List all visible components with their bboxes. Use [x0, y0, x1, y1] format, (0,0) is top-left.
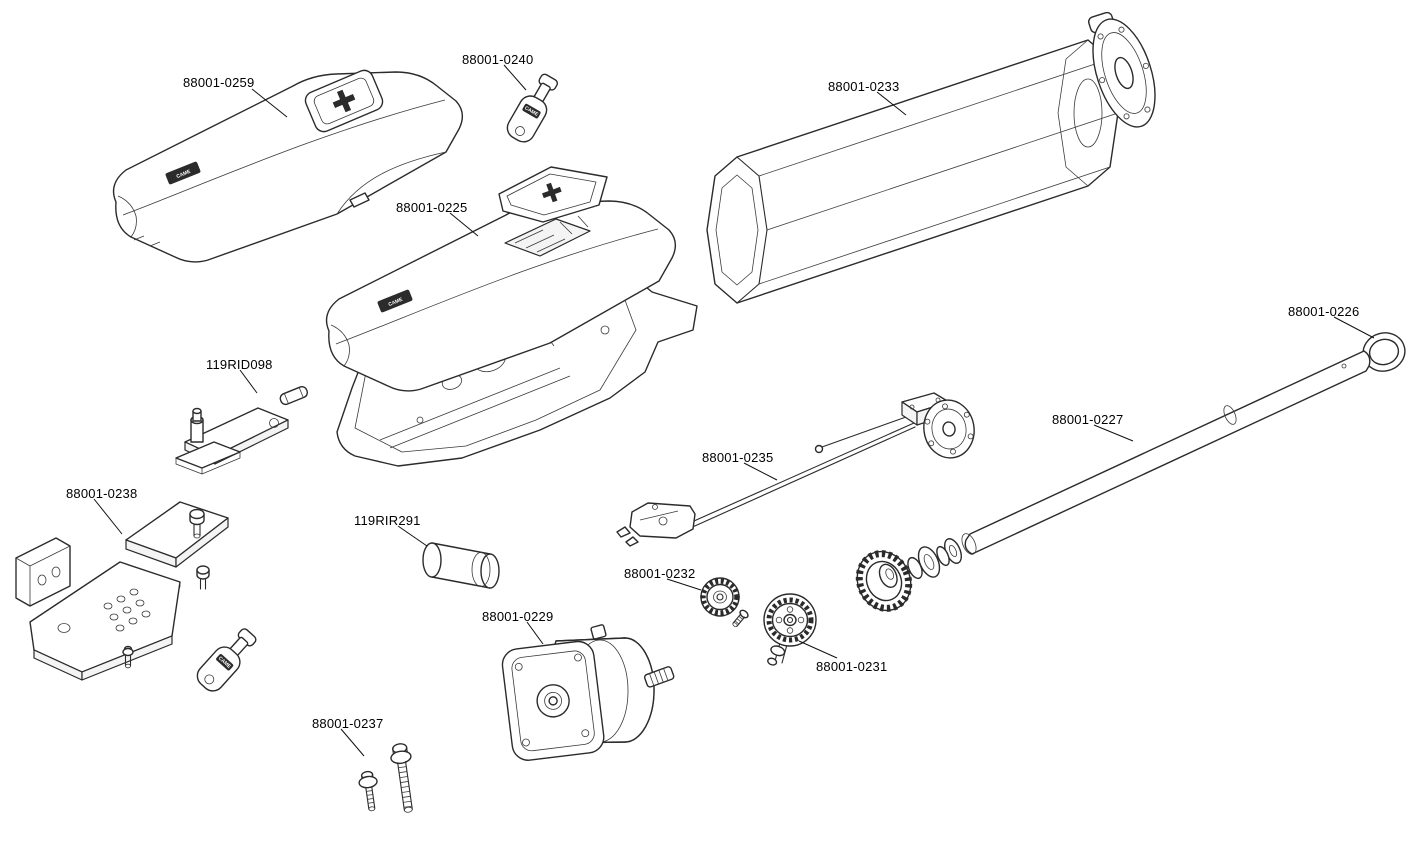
part-body-assembly-88001-0225: CAME [325, 166, 698, 467]
part-release-lid [498, 166, 608, 235]
part-release-key-2: CAME [196, 628, 257, 692]
leader-line-88001-0229 [526, 621, 544, 645]
part-mounting-brackets-88001-0238 [15, 501, 229, 681]
part-pinion-gear-88001-0232 [700, 577, 749, 628]
leader-line-88001-0231 [798, 640, 838, 659]
leader-lines [93, 64, 1375, 757]
leader-line-88001-0225 [449, 212, 479, 237]
leader-line-88001-0259 [251, 88, 288, 118]
brand-logo-text: CAME [176, 169, 193, 180]
brand-logo-text-2: CAME [388, 297, 405, 308]
leader-line-88001-0232 [666, 578, 702, 591]
leader-line-88001-0226 [1333, 316, 1375, 339]
leader-line-88001-0233 [876, 91, 907, 116]
leader-line-88001-0237 [340, 728, 365, 757]
part-bolts-88001-0237 [358, 743, 413, 813]
bevel-gear [855, 550, 913, 612]
part-capacitor-119RIR291 [422, 542, 500, 589]
part-top-cover-88001-0259: CAME [112, 69, 464, 263]
leader-line-88001-0227 [1093, 424, 1134, 442]
part-screw-tube-88001-0227 [855, 350, 1371, 612]
part-outer-tube-88001-0233 [706, 11, 1156, 304]
part-release-bracket-119RID098 [175, 386, 309, 475]
leader-line-88001-0240 [503, 64, 527, 91]
part-o-ring-88001-0226 [1362, 332, 1406, 372]
part-gear-wheel-88001-0231 [763, 593, 817, 666]
leader-line-119RID098 [239, 369, 258, 394]
leader-line-119RIR291 [397, 525, 428, 547]
part-motor-88001-0229 [501, 624, 675, 761]
part-release-key-88001-0240: CAME [506, 73, 559, 143]
leader-line-88001-0238 [93, 498, 123, 535]
part-limit-rod-88001-0235 [616, 392, 975, 547]
leader-line-88001-0235 [743, 462, 778, 481]
